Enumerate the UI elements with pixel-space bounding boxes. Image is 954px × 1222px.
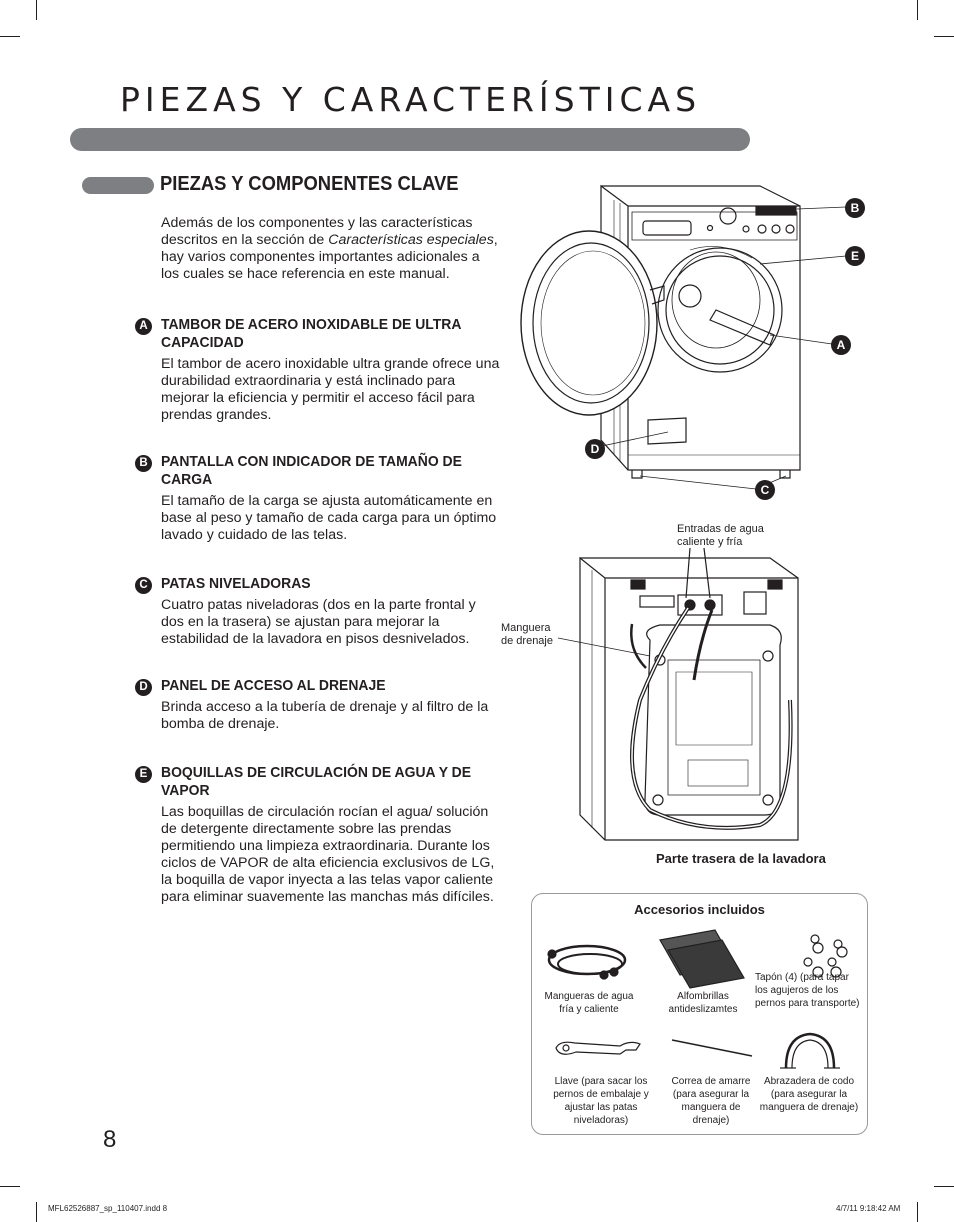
page-title: PIEZAS Y CARACTERÍSTICAS <box>120 80 702 119</box>
mats-icon <box>659 929 745 989</box>
caps-icon <box>803 934 848 978</box>
callout-d: D <box>585 439 605 459</box>
section-title: PIEZAS Y COMPONENTES CLAVE <box>160 173 459 195</box>
callout-a: A <box>831 335 851 355</box>
drain-hose-label: Manguera de drenaje <box>501 622 553 647</box>
crop-mark <box>36 0 37 20</box>
footer-file-info: MFL62526887_sp_110407.indd 8 <box>48 1204 168 1213</box>
footer-timestamp: 4/7/11 9:18:42 AM <box>836 1204 901 1213</box>
letter-badge: A <box>135 318 152 335</box>
section-pill <box>82 177 154 194</box>
item-heading: PANTALLA CON INDICADOR DE TAMAÑO DE CARG… <box>161 453 462 488</box>
crop-mark <box>917 0 918 20</box>
intro-paragraph: Además de los componentes y las caracter… <box>161 215 501 283</box>
item-body: El tamaño de la carga se ajusta automáti… <box>161 493 497 543</box>
crop-mark <box>0 36 20 37</box>
letter-badge: B <box>135 455 152 472</box>
item-body: Las boquillas de circulación rocían el a… <box>161 804 495 905</box>
item-heading: PANEL DE ACCESO AL DRENAJE <box>161 677 386 694</box>
crop-mark <box>36 1202 37 1222</box>
accessory-label-hoses: Mangueras de agua fría y caliente <box>544 991 634 1015</box>
accessories-box: Accesorios incluidos <box>531 893 868 1135</box>
title-bar <box>70 128 750 151</box>
letter-badge: C <box>135 577 152 594</box>
callout-e: E <box>845 246 865 266</box>
wrench-icon <box>555 1041 641 1055</box>
inlets-label: Entradas de agua caliente y fría <box>677 523 764 548</box>
item-body: Brinda acceso a la tubería de drenaje y … <box>161 699 489 732</box>
elbow-bracket-icon <box>780 1032 840 1069</box>
rear-caption: Parte trasera de la lavadora <box>656 851 826 866</box>
item-heading: PATAS NIVELADORAS <box>161 575 311 592</box>
item-body: Cuatro patas niveladoras (dos en la part… <box>161 597 476 647</box>
letter-badge: D <box>135 679 152 696</box>
crop-mark <box>934 36 954 37</box>
page-number: 8 <box>103 1126 117 1153</box>
crop-mark <box>934 1186 954 1187</box>
strap-icon <box>671 1039 753 1057</box>
crop-mark <box>917 1202 918 1222</box>
callout-b: B <box>845 198 865 218</box>
item-heading: BOQUILLAS DE CIRCULACIÓN DE AGUA Y DE VA… <box>161 764 472 799</box>
intro-text-2: , hay varios componentes importantes adi… <box>161 232 498 282</box>
item-heading: TAMBOR DE ACERO INOXIDABLE DE ULTRA CAPA… <box>161 316 461 351</box>
hoses-icon <box>547 944 627 980</box>
item-body: El tambor de acero inoxidable ultra gran… <box>161 356 500 423</box>
intro-emphasis: Características especiales <box>328 232 494 248</box>
crop-mark <box>0 1186 20 1187</box>
intro-text-1: Además de los componentes y las caracter… <box>161 215 473 248</box>
accessory-label-caps: Tapón (4) (para tapar los agujeros de lo… <box>755 972 860 1009</box>
accessory-label-mats: Alfombrillas antideslizamtes <box>668 991 738 1015</box>
letter-badge: E <box>135 766 152 783</box>
callout-c: C <box>755 480 775 500</box>
accessory-label-wrench: Llave (para sacar los pernos de embalaje… <box>553 1076 649 1126</box>
accessories-title: Accesorios incluidos <box>634 902 765 917</box>
accessory-label-bracket: Abrazadera de codo (para asegurar la man… <box>759 1076 859 1113</box>
accessory-label-strap: Correa de amarre (para asegurar la mangu… <box>671 1076 751 1126</box>
